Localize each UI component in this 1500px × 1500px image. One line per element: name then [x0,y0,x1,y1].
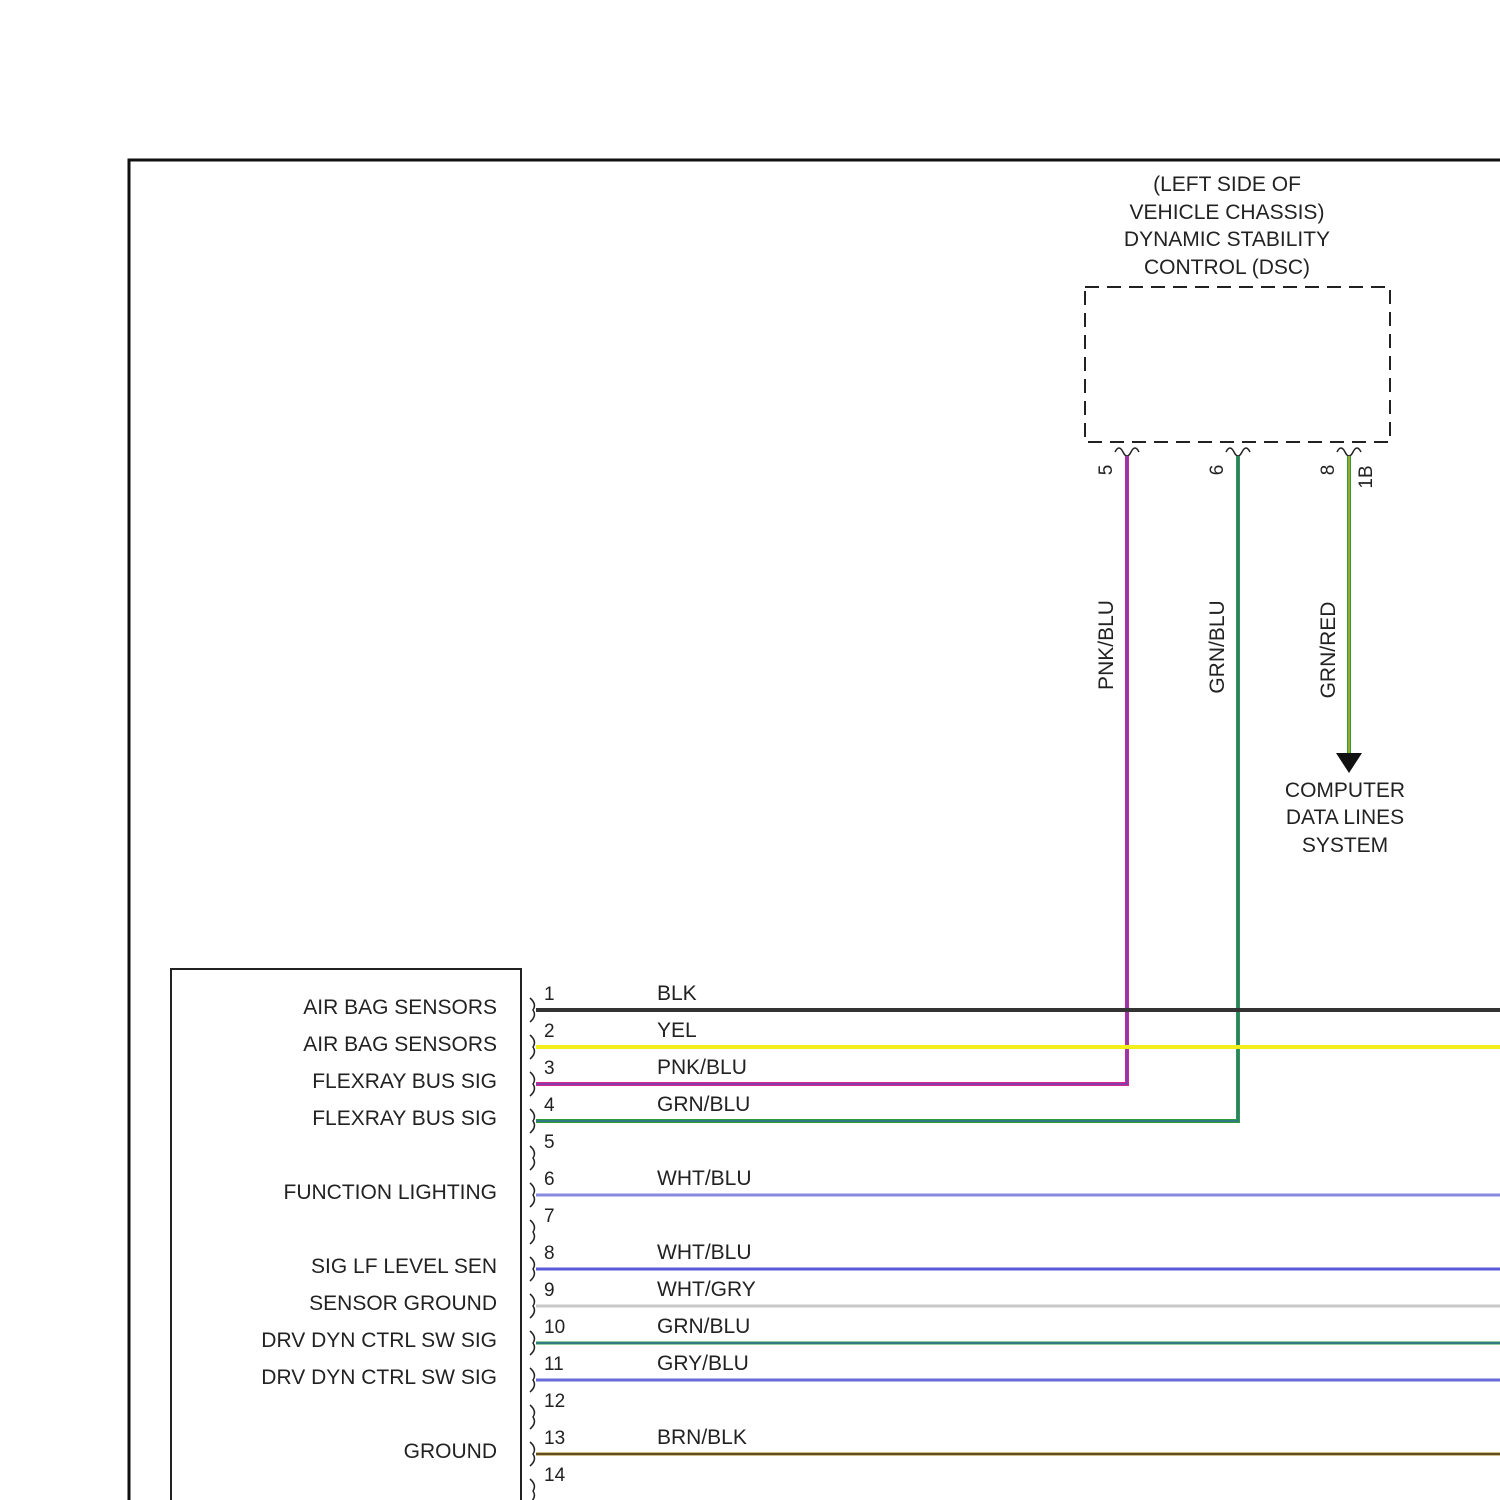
module-pin-number: 5 [544,1132,555,1153]
module-pin-label: SIG LF LEVEL SEN [311,1255,497,1278]
module-pin-number: 13 [544,1428,565,1449]
wire-color-label: GRN/BLU [657,1093,750,1116]
dsc-pin-8-terminal [1337,448,1361,456]
wire-dsc-pin-6 [536,456,1238,1121]
module-pin-terminal [530,1294,534,1318]
module-pin-number: 1 [544,984,555,1005]
module-pin-number: 10 [544,1317,565,1338]
module-pin-label: DRV DYN CTRL SW SIG [261,1329,497,1352]
wire-color-label: WHT/GRY [657,1278,756,1301]
module-pin-terminal [530,998,534,1022]
module-pin-label: FLEXRAY BUS SIG [312,1070,497,1093]
module-pin-terminal [530,1479,534,1500]
destination-line: SYSTEM [1302,834,1388,857]
module-pin-terminal [530,1442,534,1466]
dsc-pin-6-terminal [1226,448,1250,456]
dsc-pin-number: 5 [1096,465,1117,476]
module-pin-label: FLEXRAY BUS SIG [312,1107,497,1130]
wire-color-label: BLK [657,982,697,1005]
wire-color-label: GRN/RED [1317,602,1340,699]
dsc-caption-line: (LEFT SIDE OF [1153,173,1301,196]
module-pin-label: DRV DYN CTRL SW SIG [261,1366,497,1389]
wire-color-label: YEL [657,1019,697,1042]
module-pin-terminal [530,1183,534,1207]
module-pin-terminal [530,1405,534,1429]
module-pin-number: 7 [544,1206,555,1227]
dsc-caption: (LEFT SIDE OF VEHICLE CHASSIS) DYNAMIC S… [1124,173,1330,279]
module-pin-number: 3 [544,1058,555,1079]
arrow-down-icon [1336,753,1362,773]
wire-color-label: WHT/BLU [657,1241,752,1264]
dsc-caption-line: DYNAMIC STABILITY [1124,228,1330,251]
module-pin-terminal [530,1072,534,1096]
wire-color-label: PNK/BLU [1095,600,1118,690]
module-pin-number: 2 [544,1021,555,1042]
module-pin-number: 11 [544,1354,564,1375]
module-pin-terminal [530,1368,534,1392]
destination-line: DATA LINES [1286,806,1404,829]
module-pin-terminal [530,1035,534,1059]
wire-color-label: BRN/BLK [657,1426,747,1449]
dsc-caption-line: VEHICLE CHASSIS) [1130,201,1325,224]
module-pin-number: 9 [544,1280,555,1301]
module-pin-number: 14 [544,1465,566,1486]
module-pin-number: 8 [544,1243,555,1264]
dsc-pin-5-terminal [1115,448,1139,456]
module-pin-number: 6 [544,1169,555,1190]
module-pin-label: GROUND [404,1440,497,1463]
module-pin-terminal [530,1109,534,1133]
wire-color-label: GRN/BLU [1206,600,1229,693]
module-pin-label: AIR BAG SENSORS [303,1033,497,1056]
dsc-caption-line: CONTROL (DSC) [1144,256,1310,279]
wire-color-label: PNK/BLU [657,1056,747,1079]
dsc-pin-number: 6 [1207,465,1228,476]
dsc-module-box [1085,287,1390,442]
destination-label: COMPUTER DATA LINES SYSTEM [1285,779,1405,857]
module-pin-terminal [530,1257,534,1281]
wire-dsc-pin-5 [536,456,1127,1084]
destination-line: COMPUTER [1285,779,1405,802]
module-pin-number: 4 [544,1095,555,1116]
module-pin-terminal [530,1220,534,1244]
module-pin-number: 12 [544,1391,565,1412]
module-pin-label: AIR BAG SENSORS [303,996,497,1019]
dsc-connector-id: 1B [1356,465,1377,488]
module-pin-terminal [530,1331,534,1355]
module-pin-label: SENSOR GROUND [309,1292,497,1315]
module-pin-label: FUNCTION LIGHTING [284,1181,498,1204]
wire-color-label: WHT/BLU [657,1167,752,1190]
wire-color-label: GRN/BLU [657,1315,750,1338]
dsc-pin-number: 8 [1318,465,1339,476]
module-pin-terminal [530,1146,534,1170]
wire-color-label: GRY/BLU [657,1352,749,1375]
